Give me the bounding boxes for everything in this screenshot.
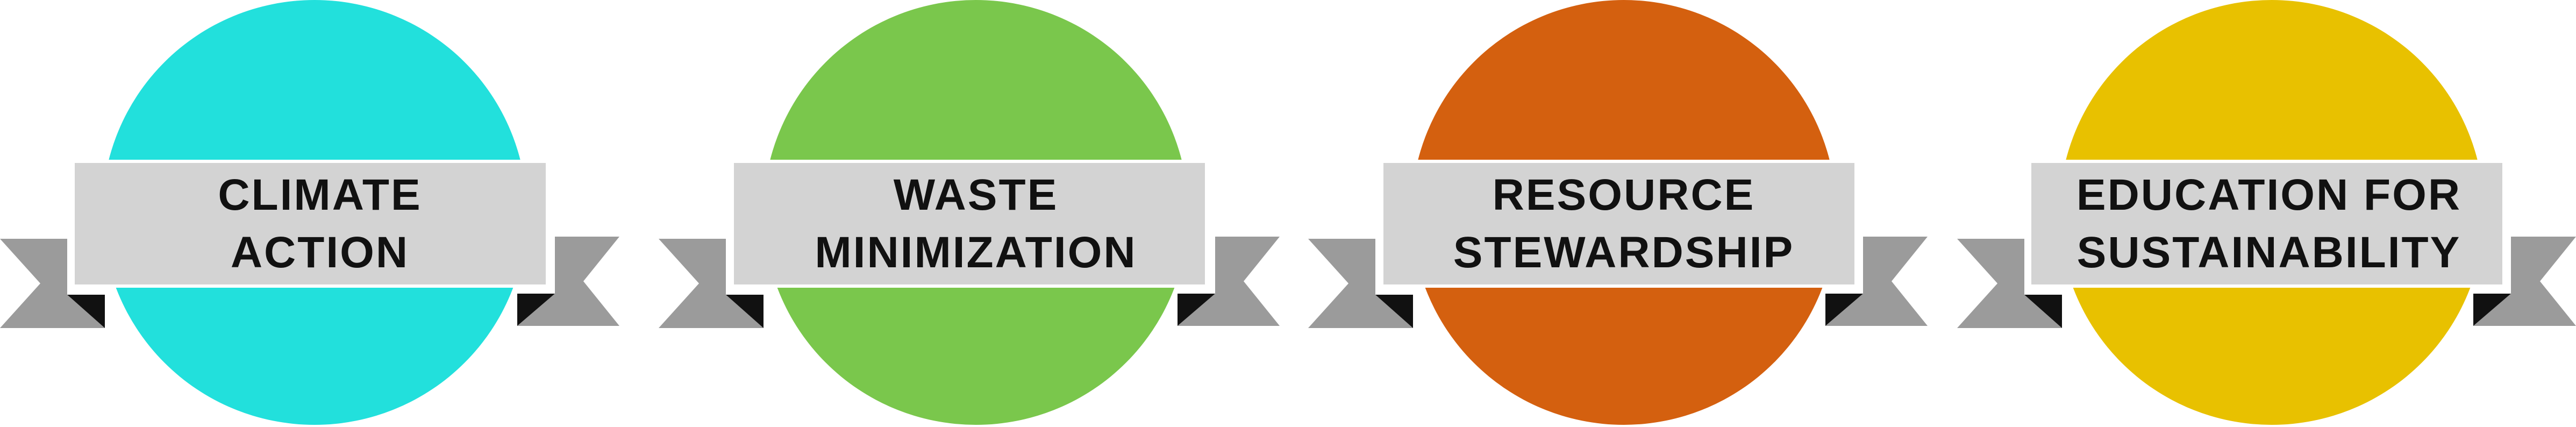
ribbon-tail-left bbox=[1957, 239, 2062, 328]
ribbon-fold-left bbox=[2024, 295, 2062, 328]
ribbon-fold-left bbox=[1375, 295, 1413, 328]
ribbon-fold-right bbox=[517, 294, 555, 326]
ribbon-fold-left bbox=[726, 295, 763, 328]
badge-label-line2: MINIMIZATION bbox=[815, 228, 1137, 277]
badge-waste-minimization: WASTE MINIMIZATION bbox=[659, 0, 1280, 425]
ribbon-tail-left bbox=[659, 239, 763, 328]
ribbon-band bbox=[1380, 160, 1858, 288]
badge-label-line2: ACTION bbox=[231, 228, 409, 277]
badge-climate-action: CLIMATE ACTION bbox=[0, 0, 619, 425]
ribbon-band bbox=[72, 160, 549, 288]
badge-label-line2: SUSTAINABILITY bbox=[2077, 228, 2461, 277]
ribbon-fold-right bbox=[1825, 294, 1863, 326]
badge-label-line2: STEWARDSHIP bbox=[1453, 228, 1794, 277]
ribbon-band bbox=[731, 160, 1208, 288]
ribbon-tail-left bbox=[1308, 239, 1413, 328]
ribbon-fold-left bbox=[67, 295, 105, 328]
badge-education-for-sustainability: EDUCATION FOR SUSTAINABILITY bbox=[1957, 0, 2576, 425]
ribbon-tail-right bbox=[1178, 237, 1280, 326]
ribbon-tail-right bbox=[517, 237, 619, 326]
ribbon-band bbox=[2028, 160, 2506, 288]
ribbon-fold-right bbox=[1178, 294, 1215, 326]
ribbon-tail-left bbox=[0, 239, 105, 328]
badge-label-line1: WASTE bbox=[894, 170, 1059, 219]
badge-label-line1: EDUCATION FOR bbox=[2077, 170, 2461, 219]
badge-resource-stewardship: RESOURCE STEWARDSHIP bbox=[1308, 0, 1928, 425]
badge-label-line1: CLIMATE bbox=[218, 170, 422, 219]
ribbon-fold-right bbox=[2473, 294, 2511, 326]
ribbon-tail-right bbox=[2473, 237, 2576, 326]
badge-label-line1: RESOURCE bbox=[1493, 170, 1756, 219]
ribbon-tail-right bbox=[1825, 237, 1928, 326]
